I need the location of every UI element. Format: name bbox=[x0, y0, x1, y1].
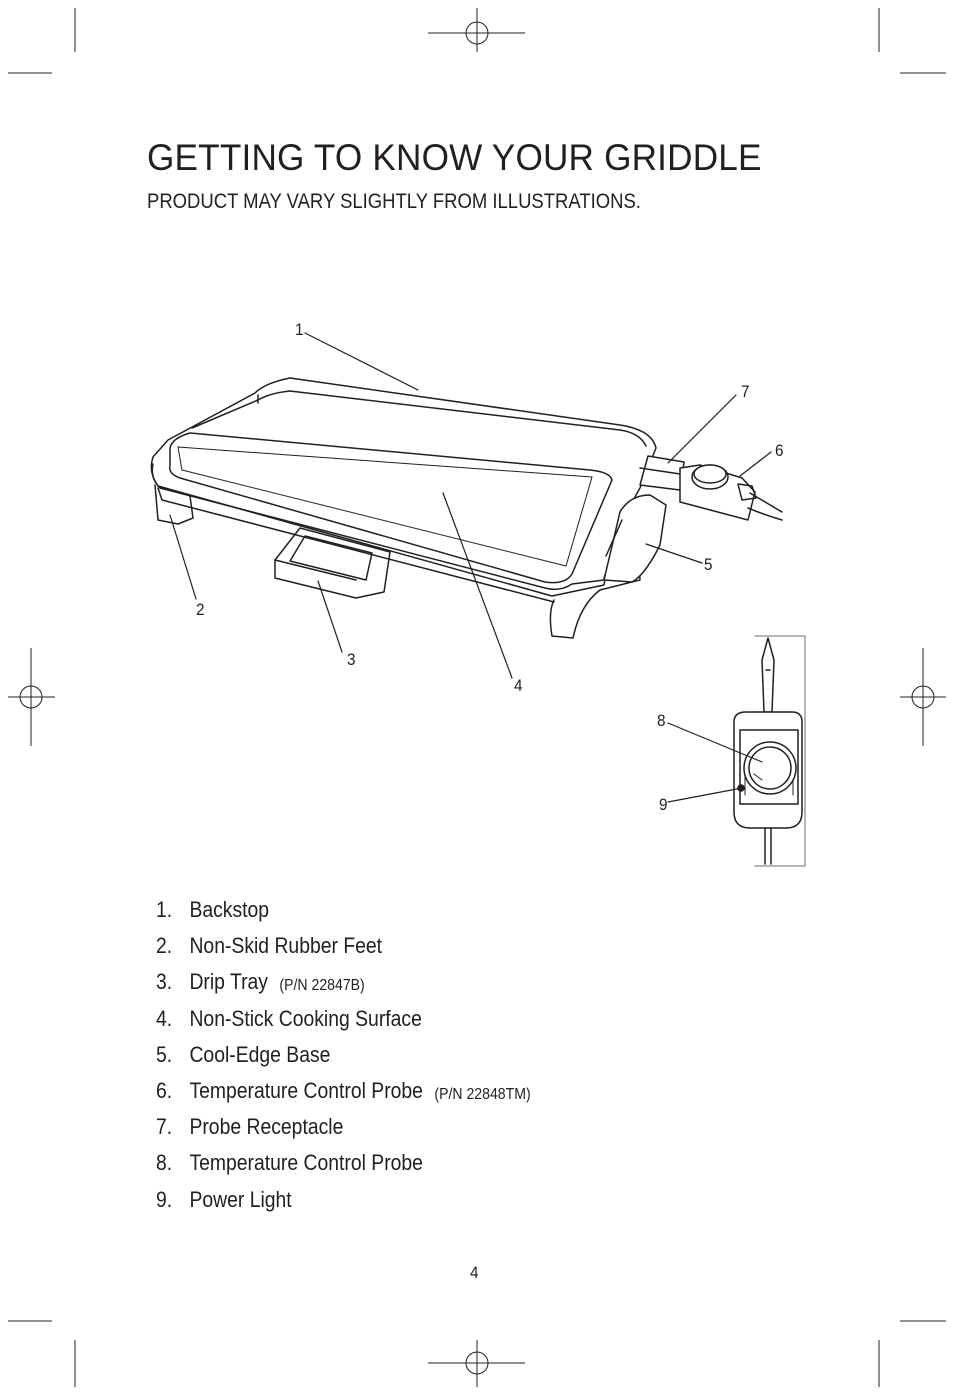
registration-mark-left bbox=[8, 648, 55, 746]
registration-mark-right bbox=[900, 648, 946, 746]
probe-on-griddle bbox=[679, 464, 783, 521]
part-pn: (P/N 22847B) bbox=[279, 977, 365, 995]
page-subtitle: PRODUCT MAY VARY SLIGHTLY FROM ILLUSTRAT… bbox=[147, 190, 641, 213]
part-number: 8. bbox=[156, 1150, 173, 1176]
part-number: 3. bbox=[156, 969, 173, 995]
callout-9: 9 bbox=[659, 795, 668, 814]
part-number: 6. bbox=[156, 1077, 173, 1103]
list-item: 6. Temperature Control Probe (P/N 22848TM) bbox=[156, 1078, 531, 1114]
part-label: Temperature Control Probe bbox=[189, 1150, 423, 1176]
callout-1: 1 bbox=[295, 320, 304, 339]
part-number: 5. bbox=[156, 1041, 173, 1067]
part-label: Backstop bbox=[189, 897, 270, 922]
list-item: 3. Drip Tray (P/N 22847B) bbox=[156, 969, 531, 1005]
part-number: 4. bbox=[156, 1005, 173, 1031]
probe-leader-lines bbox=[667, 722, 763, 803]
part-number: 1. bbox=[156, 897, 173, 922]
callout-8: 8 bbox=[657, 711, 666, 730]
probe-rod bbox=[761, 637, 775, 713]
part-label: Probe Receptacle bbox=[189, 1114, 344, 1140]
list-item: 4. Non-Stick Cooking Surface bbox=[156, 1006, 531, 1042]
callout-2: 2 bbox=[196, 600, 205, 619]
registration-mark-bottom bbox=[428, 1340, 525, 1387]
part-pn: (P/N 22848TM) bbox=[434, 1085, 531, 1103]
part-number: 7. bbox=[156, 1114, 173, 1140]
part-label: Non-Skid Rubber Feet bbox=[189, 933, 383, 959]
cool-edge-base bbox=[603, 494, 667, 583]
probe-cord bbox=[764, 827, 772, 865]
part-label: Temperature Control Probe bbox=[189, 1077, 423, 1103]
registration-mark-top bbox=[428, 8, 525, 52]
part-label: Non-Stick Cooking Surface bbox=[189, 1005, 422, 1031]
temperature-dial bbox=[743, 741, 797, 795]
callout-5: 5 bbox=[704, 555, 713, 574]
callout-leader-lines bbox=[169, 332, 772, 679]
list-item: 5. Cool-Edge Base bbox=[156, 1042, 531, 1078]
list-item: 8. Temperature Control Probe bbox=[156, 1150, 531, 1186]
part-label: Cool-Edge Base bbox=[189, 1041, 331, 1067]
part-number: 2. bbox=[156, 933, 173, 959]
probe-frame bbox=[754, 635, 806, 867]
callout-7: 7 bbox=[741, 382, 750, 401]
callout-3: 3 bbox=[347, 650, 356, 669]
part-label: Power Light bbox=[189, 1186, 292, 1212]
page-title: GETTING TO KNOW YOUR GRIDDLE bbox=[147, 137, 762, 178]
list-item: 9. Power Light bbox=[156, 1187, 531, 1223]
list-item: 7. Probe Receptacle bbox=[156, 1114, 531, 1150]
callout-4: 4 bbox=[514, 676, 523, 695]
callout-6: 6 bbox=[775, 441, 784, 460]
list-item: 2. Non-Skid Rubber Feet bbox=[156, 933, 531, 969]
part-number: 9. bbox=[156, 1186, 173, 1212]
page-number: 4 bbox=[470, 1263, 479, 1282]
list-item: 1. Backstop bbox=[156, 897, 531, 933]
drip-tray bbox=[274, 527, 391, 599]
parts-list: 1. Backstop 2. Non-Skid Rubber Feet 3. Drip… bbox=[156, 897, 582, 1223]
part-label: Drip Tray bbox=[189, 969, 268, 995]
